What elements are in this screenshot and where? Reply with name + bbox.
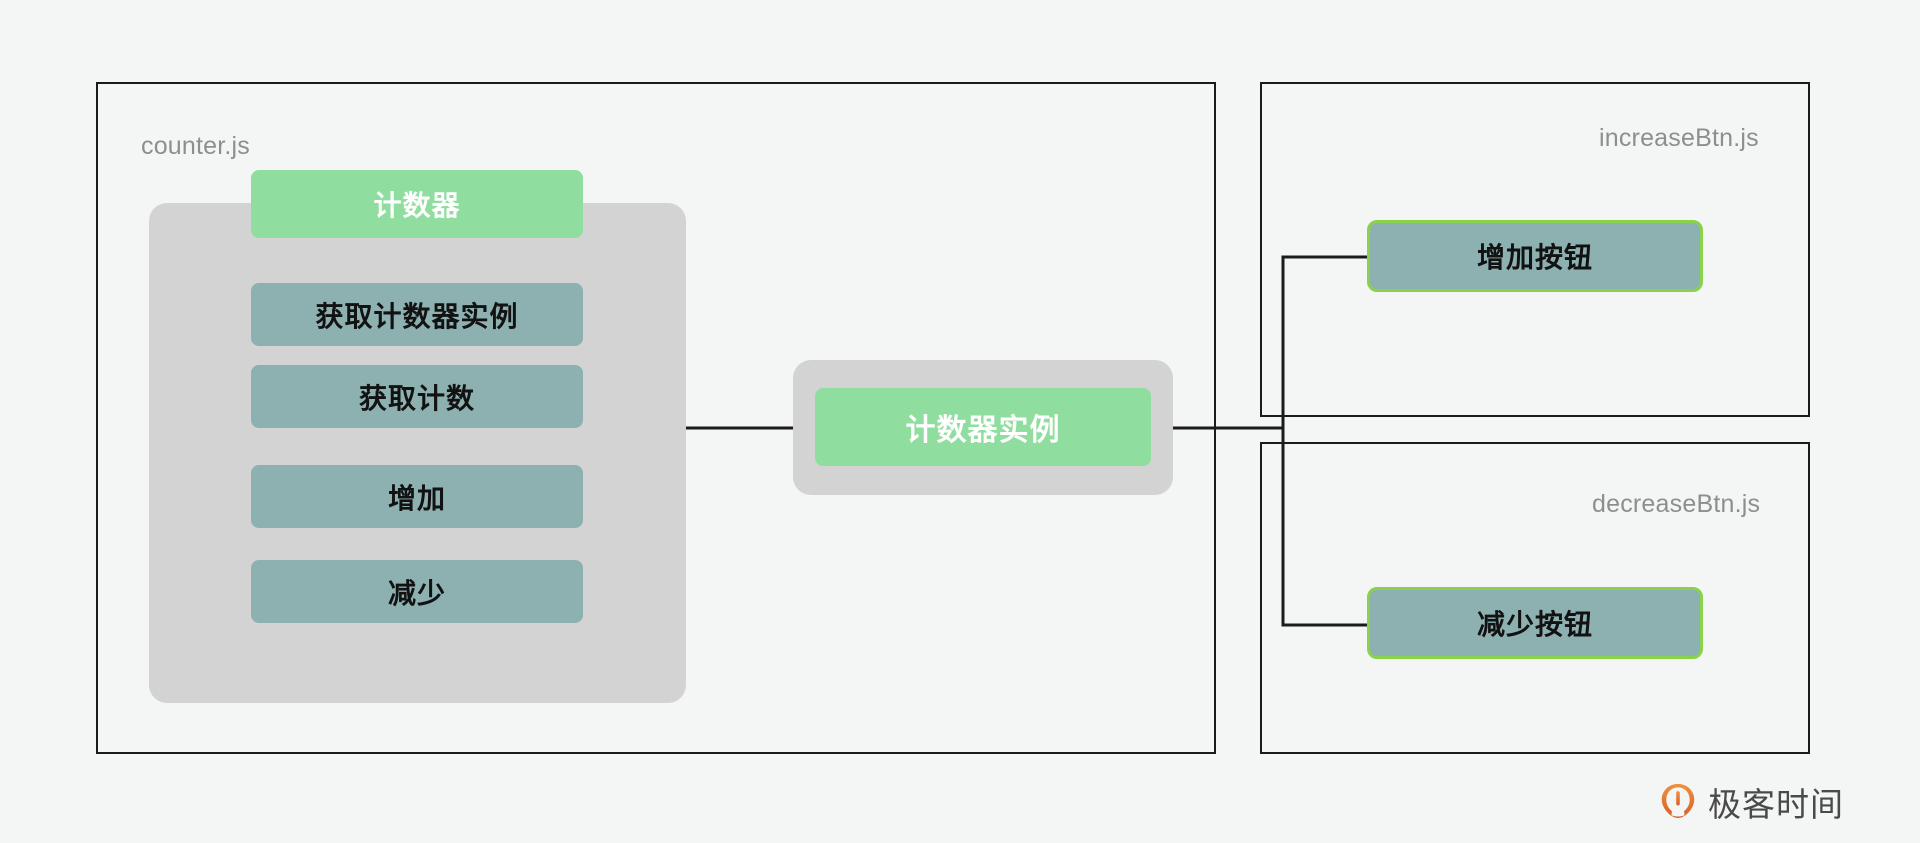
node-counter-instance[interactable]: 计数器实例	[815, 388, 1151, 466]
node-get-count[interactable]: 获取计数	[251, 365, 583, 428]
panel-counter-js	[96, 82, 1216, 754]
brand-name: 极客时间	[1708, 785, 1844, 824]
brand-logo: 极客时间	[1658, 778, 1844, 826]
node-counter[interactable]: 计数器	[251, 170, 583, 238]
panel-label-increase-btn-js: increaseBtn.js	[1599, 124, 1759, 152]
node-increase-button[interactable]: 增加按钮	[1367, 220, 1703, 292]
node-increase[interactable]: 增加	[251, 465, 583, 528]
panel-label-decrease-btn-js: decreaseBtn.js	[1592, 490, 1761, 518]
node-get-counter-instance[interactable]: 获取计数器实例	[251, 283, 583, 346]
counter-members-group	[149, 203, 686, 703]
panel-decrease-btn-js	[1260, 442, 1810, 754]
panel-label-counter-js: counter.js	[141, 132, 251, 160]
node-decrease[interactable]: 减少	[251, 560, 583, 623]
geektime-logo-icon	[1661, 783, 1695, 818]
node-decrease-button[interactable]: 减少按钮	[1367, 587, 1703, 659]
panel-increase-btn-js	[1260, 82, 1810, 417]
